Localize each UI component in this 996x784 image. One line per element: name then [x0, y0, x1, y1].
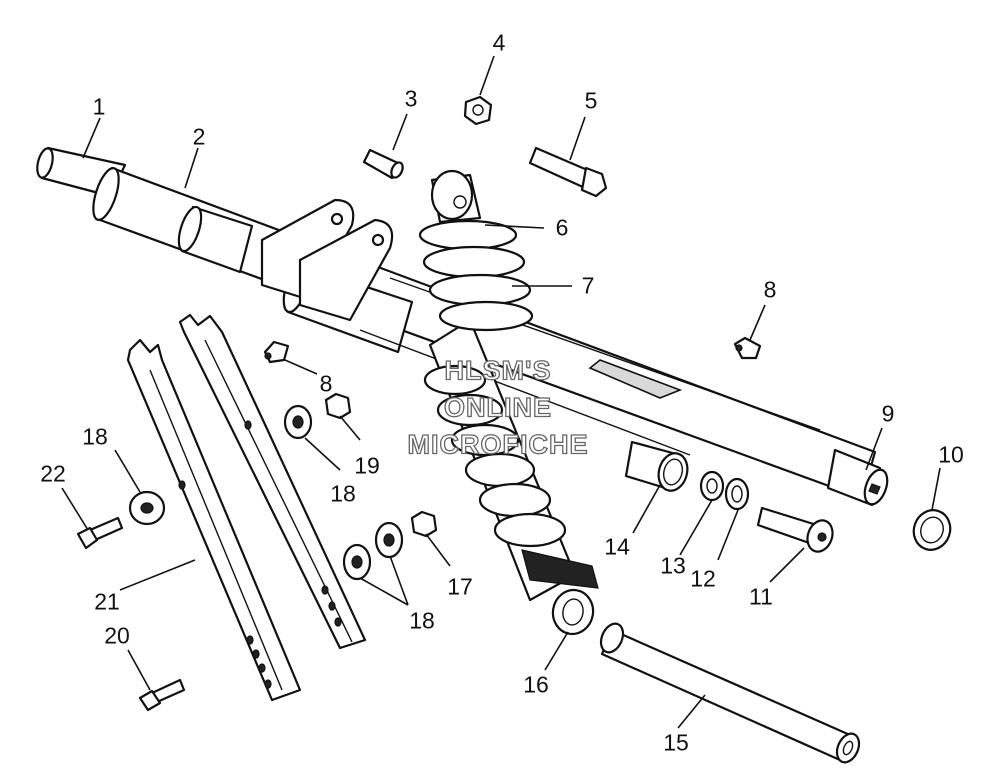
callout-2: 2 — [192, 123, 206, 150]
part-17-nut — [410, 510, 438, 538]
callout-17: 17 — [447, 573, 473, 600]
callout-16: 16 — [523, 671, 549, 698]
callout-5: 5 — [584, 87, 598, 114]
callout-11: 11 — [749, 583, 773, 610]
part-15-shaft — [599, 622, 861, 764]
callout-13: 13 — [660, 552, 686, 579]
callout-1: 1 — [92, 93, 106, 120]
part-5-bolt — [528, 146, 608, 198]
watermark-line-1: HLSM'S — [444, 355, 552, 386]
part-4-nut — [463, 95, 493, 126]
part-18-washer-c — [342, 543, 372, 581]
part-21-strap — [126, 338, 302, 702]
watermark-line-2: ONLINE — [443, 392, 553, 423]
part-22-bolt — [76, 516, 124, 550]
callout-10: 10 — [938, 441, 964, 468]
part-14-bushing — [624, 440, 689, 492]
part-20-bolt — [138, 678, 186, 712]
part-16-shock-absorber — [423, 318, 599, 636]
part-13-washer — [699, 470, 725, 502]
callout-9: 9 — [881, 400, 895, 427]
part-6-shock-eye — [430, 169, 482, 224]
part-12-washer — [724, 477, 750, 511]
part-8-grease-fitting-right — [733, 336, 762, 360]
callout-8b: 8 — [319, 370, 333, 397]
part-7-spring — [418, 219, 534, 332]
upper-strap — [178, 313, 367, 650]
part-10-ring — [912, 509, 952, 551]
callout-21: 21 — [94, 588, 120, 615]
leader-lines — [61, 55, 941, 729]
callout-18c: 18 — [409, 607, 435, 634]
callout-20: 20 — [104, 622, 130, 649]
callout-6: 6 — [555, 214, 569, 241]
callout-12: 12 — [690, 565, 716, 592]
part-11-shoulder-bolt — [756, 506, 834, 553]
callout-14: 14 — [604, 533, 630, 560]
callout-15: 15 — [663, 729, 689, 756]
part-18-washer-b — [128, 490, 166, 526]
part-9-rail-end — [826, 448, 889, 507]
watermark-line-3: MICROFICHE — [407, 429, 589, 460]
part-18-washer-d — [374, 521, 404, 559]
callout-22: 22 — [40, 460, 66, 487]
part-3-sleeve — [362, 148, 404, 180]
callout-18a: 18 — [82, 423, 108, 450]
callout-3: 3 — [404, 85, 418, 112]
callout-18b: 18 — [330, 480, 356, 507]
callout-8a: 8 — [763, 276, 777, 303]
callout-19: 19 — [354, 452, 380, 479]
part-19-nut — [324, 392, 352, 420]
bracket-plates — [260, 198, 394, 322]
part-8-grease-fitting-left — [263, 340, 290, 364]
part-18-washer-a — [283, 404, 313, 440]
callout-7: 7 — [581, 272, 595, 299]
callout-4: 4 — [492, 29, 506, 56]
